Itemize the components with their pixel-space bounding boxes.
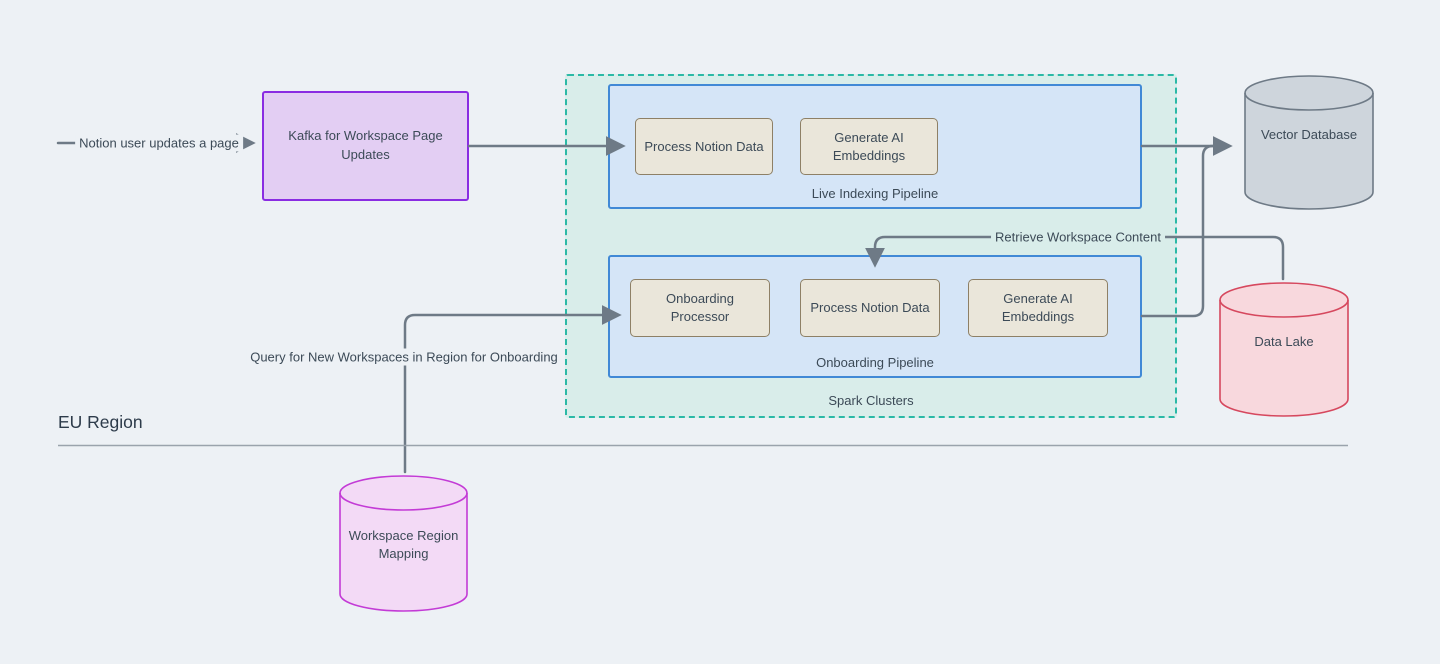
- spark-clusters-label: Spark Clusters: [828, 393, 914, 408]
- step-generate-ai-embeddings-onboarding: Generate AI Embeddings: [968, 279, 1108, 337]
- workspace-region-mapping-label: Workspace Region Mapping: [348, 527, 459, 561]
- vector-database-node: Vector Database: [1243, 74, 1375, 211]
- step-process-notion-data-live: Process Notion Data: [635, 118, 773, 175]
- edge-label-flow-in: Notion user updates a page: [75, 134, 243, 152]
- kafka-node-label: Kafka for Workspace Page Updates: [288, 128, 443, 162]
- database-cylinder-icon: [339, 475, 468, 612]
- step-onboarding-processor: Onboarding Processor: [630, 279, 770, 337]
- database-cylinder-icon: [1244, 75, 1374, 210]
- live-indexing-pipeline-label: Live Indexing Pipeline: [811, 186, 939, 201]
- step-generate-ai-embeddings-live: Generate AI Embeddings: [800, 118, 938, 175]
- vector-database-label: Vector Database: [1260, 127, 1358, 143]
- onboarding-pipeline-label: Onboarding Pipeline: [816, 355, 934, 370]
- kafka-node: Kafka for Workspace Page Updates: [262, 91, 469, 201]
- data-lake-label: Data Lake: [1254, 334, 1314, 350]
- edge-label-query-new-workspaces: Query for New Workspaces in Region for O…: [246, 348, 562, 366]
- data-lake-node: Data Lake: [1218, 281, 1350, 418]
- database-cylinder-icon: [1219, 282, 1349, 417]
- edge-label-retrieve-workspace-content: Retrieve Workspace Content: [991, 228, 1165, 246]
- workspace-region-mapping-node: Workspace Region Mapping: [338, 474, 469, 613]
- eu-region-label: EU Region: [58, 412, 143, 432]
- step-process-notion-data-onboarding: Process Notion Data: [800, 279, 940, 337]
